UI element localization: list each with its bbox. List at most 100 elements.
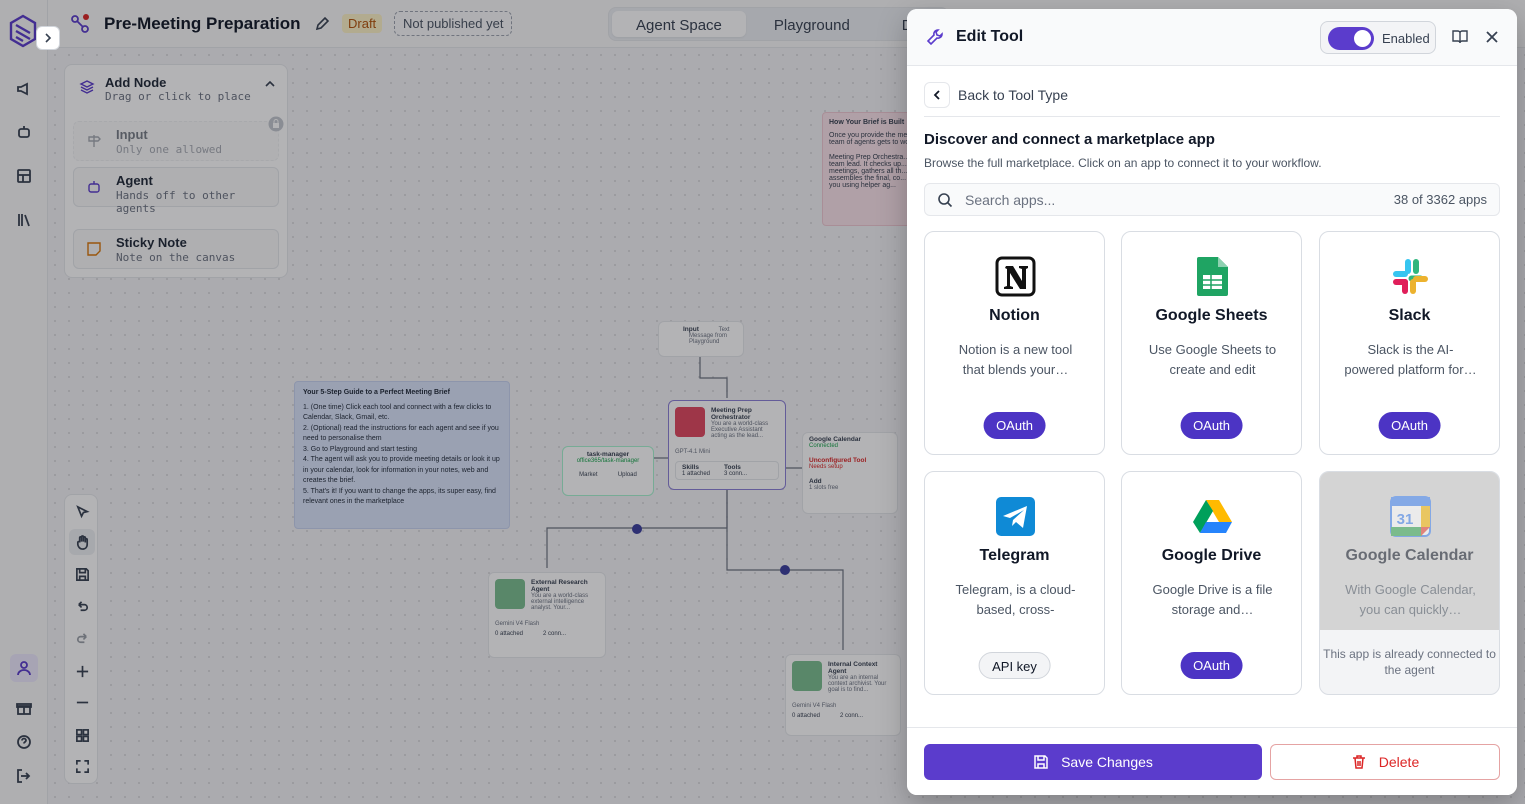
- app-logo-icon[interactable]: [8, 14, 38, 48]
- auth-type-badge: OAuth: [1180, 412, 1243, 439]
- back-to-tool-type-link[interactable]: Back to Tool Type: [958, 87, 1068, 103]
- node-input[interactable]: Input Text Message from Playground: [658, 321, 744, 357]
- app-name: Google Drive: [1161, 547, 1262, 564]
- app-search-box: 38 of 3362 apps: [924, 183, 1500, 216]
- close-icon[interactable]: [1483, 28, 1501, 46]
- robot-icon: [88, 181, 100, 193]
- guide-step: 2. (Optional) read the instructions for …: [303, 424, 499, 443]
- app-card-slack[interactable]: Slack Slack is the AI-powered platform f…: [1319, 231, 1500, 455]
- docs-book-icon[interactable]: [1451, 28, 1469, 46]
- select-tool-button[interactable]: [69, 499, 95, 525]
- app-name: Notion: [989, 307, 1040, 324]
- pan-tool-button[interactable]: [69, 529, 95, 555]
- connected-note: This app is already connected to the age…: [1323, 647, 1496, 677]
- tab-playground[interactable]: Playground: [773, 17, 850, 34]
- save-changes-button[interactable]: Save Changes: [924, 744, 1262, 780]
- wrench-icon: [926, 29, 943, 46]
- gifts-button[interactable]: [10, 694, 38, 722]
- drawer-footer: Save Changes Delete: [907, 727, 1517, 795]
- notion-logo-icon: [995, 256, 1036, 297]
- enabled-toggle-group: Enabled: [1320, 21, 1436, 54]
- layout-icon: [17, 169, 31, 183]
- trash-icon: [1352, 755, 1365, 769]
- node-external-research[interactable]: External Research Agent You are a world-…: [488, 572, 606, 658]
- save-canvas-button[interactable]: [69, 561, 95, 587]
- zoom-out-button[interactable]: [69, 689, 95, 715]
- google-sheets-logo-icon: [1197, 257, 1228, 296]
- grid-icon: [75, 728, 89, 742]
- toggle-knob: [1354, 30, 1371, 47]
- announcements-button[interactable]: [10, 75, 38, 103]
- sticky-note-title: How Your Brief is Built: [829, 119, 905, 126]
- node-orchestrator[interactable]: Meeting Prep Orchestrator You are a worl…: [668, 400, 786, 490]
- palette-item-sticky-note[interactable]: Sticky Note Note on the canvas: [73, 229, 279, 269]
- app-card-google-calendar: 31 Google Calendar With Google Calendar,…: [1319, 471, 1500, 695]
- app-description: Slack is the AI-powered platform for…: [1344, 342, 1477, 377]
- sticky-note-guide[interactable]: Your 5-Step Guide to a Perfect Meeting B…: [294, 381, 510, 529]
- lock-icon: [268, 116, 284, 132]
- enabled-toggle[interactable]: [1328, 27, 1374, 50]
- workflow-icon: [71, 14, 89, 33]
- palette-item-agent[interactable]: Agent Hands off to other agents: [73, 167, 279, 215]
- gift-icon: [16, 703, 32, 715]
- logout-button[interactable]: [10, 762, 38, 790]
- templates-button[interactable]: [10, 162, 38, 190]
- library-button[interactable]: [10, 206, 38, 234]
- minus-icon: [76, 701, 88, 703]
- expand-sidebar-button[interactable]: [36, 26, 60, 50]
- redo-icon: [76, 632, 87, 643]
- auto-layout-button[interactable]: [69, 722, 95, 748]
- profile-button[interactable]: [10, 654, 38, 682]
- app-card-google-sheets[interactable]: Google Sheets Use Google Sheets to creat…: [1121, 231, 1302, 455]
- app-description: Notion is a new tool that blends your…: [958, 342, 1073, 377]
- auth-type-badge: API key: [978, 652, 1051, 679]
- view-tabs: Agent Space Playground De: [608, 7, 949, 41]
- back-button[interactable]: [924, 82, 950, 108]
- publish-status-badge: Not published yet: [394, 11, 513, 36]
- palette-item-title: Input: [116, 127, 148, 142]
- add-node-subtitle: Drag or click to place: [105, 90, 251, 103]
- palette-item-input[interactable]: Input Only one allowed: [73, 116, 284, 161]
- google-calendar-logo-icon: 31: [1390, 496, 1431, 537]
- search-input[interactable]: [965, 190, 1345, 210]
- left-rail: [0, 0, 60, 804]
- agents-button[interactable]: [10, 118, 38, 146]
- canvas-toolbar: [64, 494, 98, 784]
- chevron-left-icon: [933, 90, 940, 100]
- node-internal-context[interactable]: Internal Context Agent You are an intern…: [785, 654, 901, 736]
- telegram-logo-icon: [996, 497, 1035, 536]
- sticky-note-title: Your 5-Step Guide to a Perfect Meeting B…: [303, 389, 450, 396]
- node-task-manager[interactable]: task-manager office365/task-manager Mark…: [562, 446, 654, 496]
- edit-title-icon[interactable]: [314, 16, 330, 32]
- zoom-in-button[interactable]: [69, 658, 95, 684]
- hand-icon: [76, 534, 88, 550]
- chevron-up-icon[interactable]: [263, 77, 277, 91]
- redo-button[interactable]: [69, 625, 95, 651]
- auth-type-badge: OAuth: [1378, 412, 1441, 439]
- save-icon: [75, 567, 89, 581]
- undo-button[interactable]: [69, 593, 95, 619]
- slack-logo-icon: [1393, 259, 1428, 294]
- add-node-panel: Add Node Drag or click to place Input On…: [64, 64, 288, 278]
- edit-tool-drawer: Edit Tool Enabled Back to Tool Type Disc…: [907, 9, 1517, 795]
- tab-agent-space[interactable]: Agent Space: [612, 11, 746, 37]
- auth-type-badge: OAuth: [1180, 652, 1243, 679]
- guide-step: 5. That's it! If you want to change the …: [303, 487, 496, 506]
- help-button[interactable]: [10, 728, 38, 756]
- agent-avatar: [792, 661, 822, 691]
- library-icon: [18, 214, 30, 227]
- fit-view-button[interactable]: [69, 753, 95, 779]
- add-node-title: Add Node: [105, 75, 167, 90]
- app-card-google-drive[interactable]: Google Drive Google Drive is a file stor…: [1121, 471, 1302, 695]
- app-card-notion[interactable]: Notion Notion is a new tool that blends …: [924, 231, 1105, 455]
- guide-step: 1. (One time) Click each tool and connec…: [303, 403, 492, 422]
- sticky-note-icon: [87, 242, 101, 256]
- drawer-title: Edit Tool: [956, 28, 1024, 45]
- app-card-telegram[interactable]: Telegram Telegram, is a cloud-based, cro…: [924, 471, 1105, 695]
- drawer-header: Edit Tool Enabled: [907, 9, 1517, 66]
- chevron-right-icon: [45, 33, 52, 43]
- sticky-note-bullet: Meeting Prep Orchestra... team lead. It …: [829, 154, 917, 189]
- delete-button[interactable]: Delete: [1270, 744, 1500, 780]
